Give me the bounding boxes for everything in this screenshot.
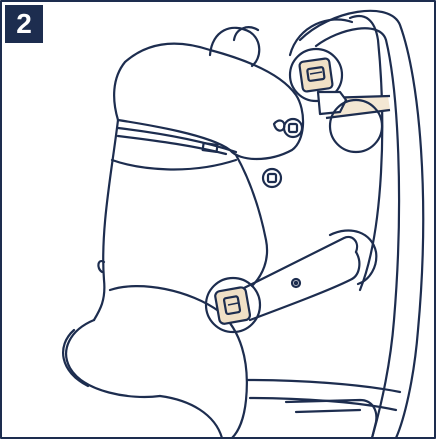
- waist-belt-right: [246, 378, 402, 394]
- left-arm-strap: [97, 260, 106, 274]
- carrier-hood: [113, 42, 305, 160]
- side-strap-top: [238, 235, 359, 292]
- pocket-seam: [294, 408, 362, 414]
- side-strap-loop: [328, 229, 378, 286]
- snap-button-2-inner: [266, 172, 278, 184]
- buckle-upper-body: [298, 57, 334, 93]
- buckle-upper: [288, 47, 344, 103]
- buckle-lower-slot: [222, 295, 242, 316]
- waist-belt-left: [65, 318, 162, 399]
- leg-panel: [108, 285, 248, 439]
- carrier-body-right: [234, 153, 269, 288]
- snap-button-1-inner: [287, 122, 299, 134]
- back-strap-outer: [298, 9, 425, 439]
- top-loop-left: [208, 26, 261, 68]
- leg-panel-2: [158, 394, 224, 439]
- snap-button-1: [282, 117, 304, 139]
- carrier-body: [92, 118, 120, 322]
- zipper-pull: [201, 141, 219, 154]
- carrier-inner-fold: [110, 158, 238, 171]
- snap-eyelet: [272, 119, 286, 132]
- strap-rivet-dot: [293, 280, 299, 286]
- buckle-upper-ring: [288, 47, 344, 103]
- top-loop-mid: [232, 26, 260, 42]
- buckle-lower-body: [214, 286, 252, 325]
- hood-zipper: [116, 126, 238, 154]
- step-number-badge: 2: [5, 5, 43, 43]
- buckle-lower-ring: [204, 276, 262, 334]
- magnifier-circle: [328, 98, 384, 154]
- snap-button-2: [261, 167, 283, 189]
- magnifier-detail: [316, 90, 391, 154]
- detail-buckle-clip: [316, 90, 348, 116]
- waist-belt-left-2: [61, 328, 90, 388]
- detail-strap-edge-2: [325, 108, 391, 120]
- pocket: [284, 398, 378, 439]
- buckle-lower: [204, 276, 262, 334]
- strap-rivet: [290, 277, 302, 289]
- side-strap-bottom: [248, 250, 361, 322]
- buckle-upper-slot: [306, 66, 326, 82]
- back-strap-inner: [314, 27, 401, 439]
- top-loop-right: [288, 18, 354, 57]
